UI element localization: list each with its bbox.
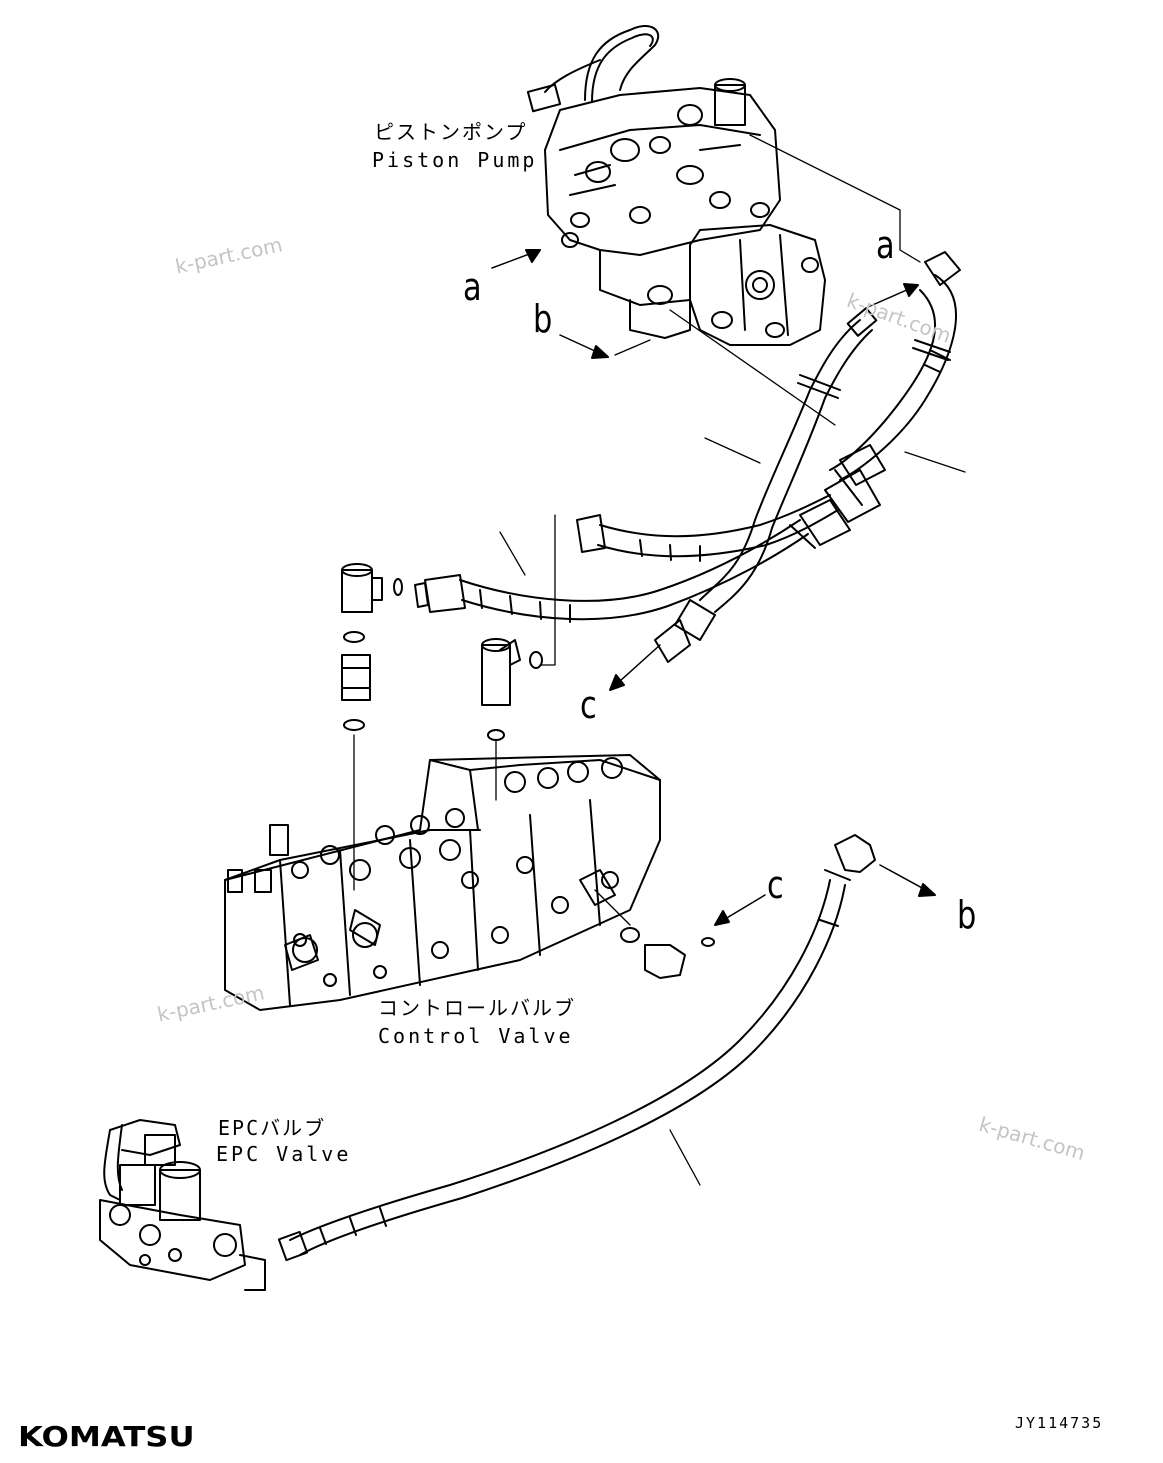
- pump-port-a-arrow: [491, 249, 541, 269]
- komatsu-logo: KOMATSU: [18, 1420, 195, 1453]
- control-valve-side-fitting: [620, 894, 766, 979]
- control-valve-drawing: [224, 754, 661, 1011]
- pump-port-b-label: b: [533, 297, 553, 341]
- hose-end-c-arrow: [609, 644, 661, 691]
- epc-valve-drawing: [99, 1119, 266, 1291]
- control-valve-fittings: [341, 563, 543, 891]
- upper-hose-assembly: [414, 251, 966, 666]
- hose-end-c-label: c: [580, 683, 597, 727]
- pump-port-a-label: a: [463, 265, 482, 309]
- control-valve-label-en: Control Valve: [378, 1024, 574, 1048]
- piston-pump-label-en: Piston Pump: [372, 148, 538, 172]
- lower-long-hose: [277, 834, 936, 1262]
- piston-pump-drawing: [526, 25, 921, 426]
- piston-pump-label-jp: ピストンポンプ: [374, 120, 528, 144]
- epc-valve-label-jp: EPCバルブ: [218, 1116, 327, 1140]
- epc-valve-label-en: EPC Valve: [216, 1142, 352, 1166]
- hose-end-a-arrow: [867, 283, 919, 308]
- control-valve-label-jp: コントロールバルブ: [378, 996, 576, 1020]
- hose-end-b-label: b: [957, 893, 977, 937]
- hose-end-a-label: a: [876, 223, 895, 267]
- valve-port-c-label: c: [767, 863, 784, 907]
- drawing-code: JY114735: [1015, 1414, 1104, 1432]
- pump-port-b-arrow: [559, 334, 609, 359]
